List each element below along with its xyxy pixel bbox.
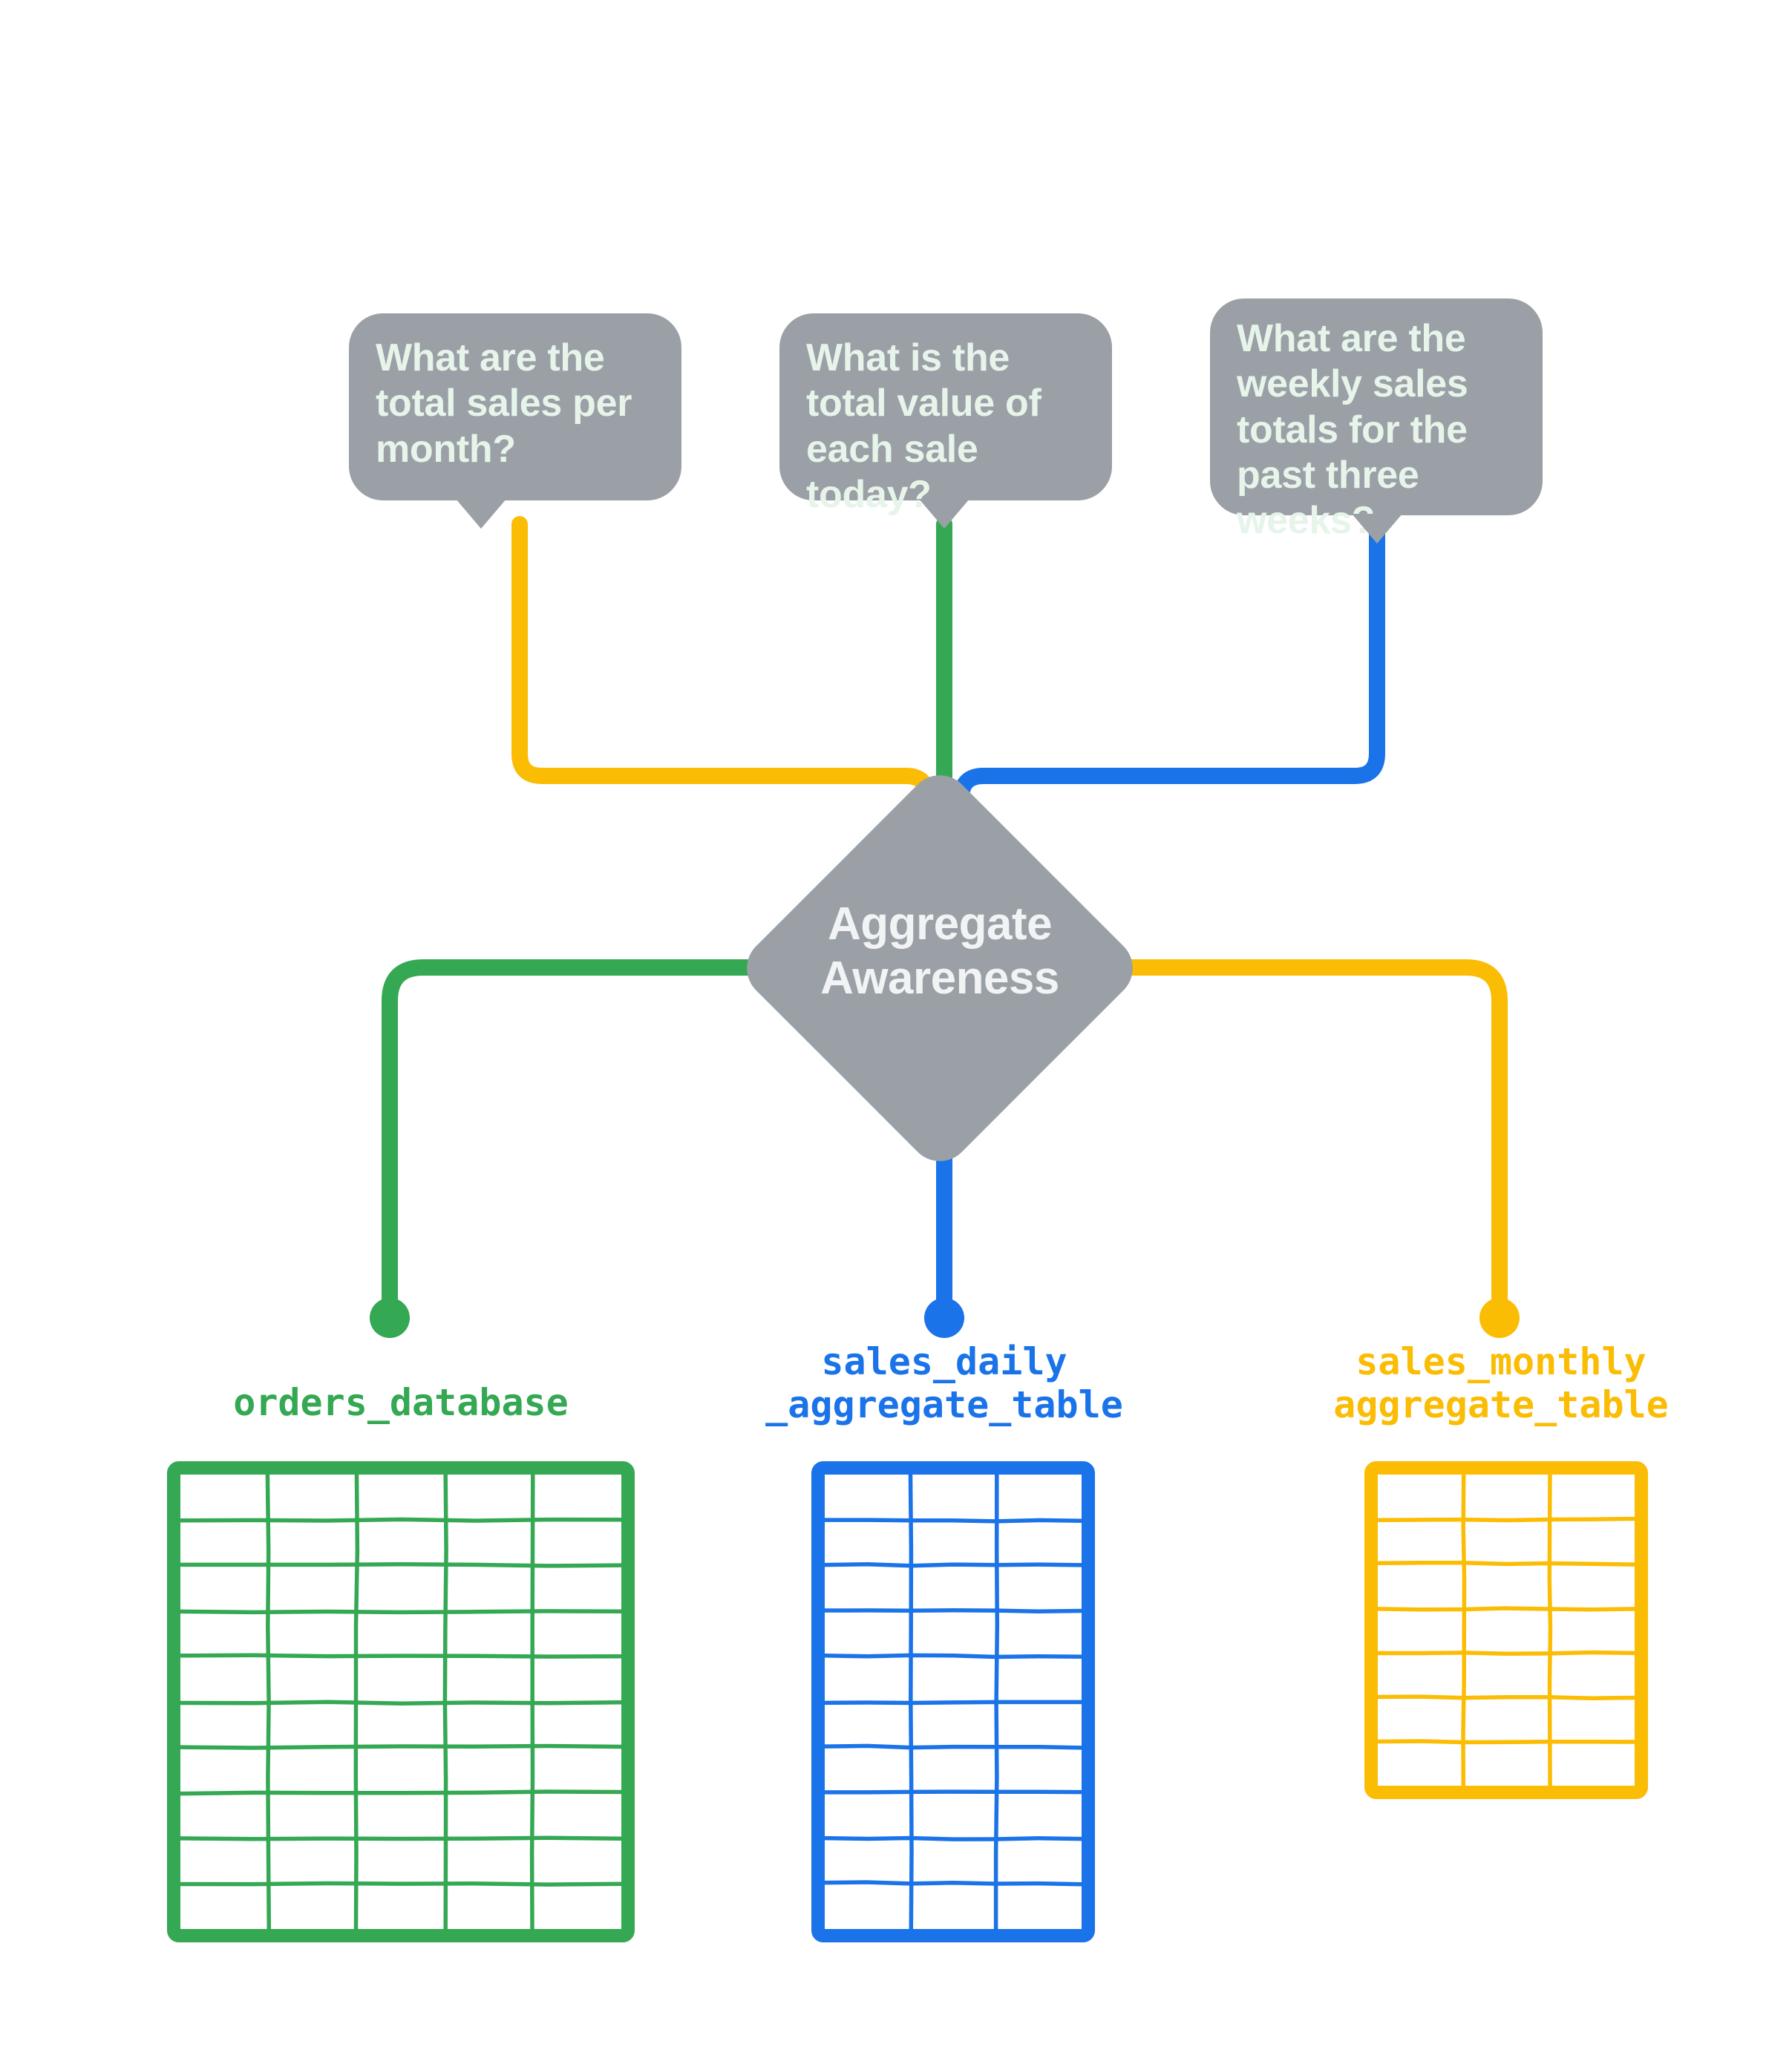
bubble-tail-icon — [1352, 514, 1402, 544]
wire-green-source — [382, 959, 758, 1322]
bubble-tail-icon — [919, 499, 969, 529]
question-bubble-weekly-text: What are the weekly sales totals for the… — [1237, 317, 1468, 543]
source-label-sales-daily: sales_daily _aggregate_table — [765, 1340, 1123, 1426]
question-bubble-monthly[interactable]: What are the total sales per month? — [349, 313, 681, 529]
bubble-tail-icon — [456, 499, 506, 529]
question-bubble-monthly-text: What are the total sales per month? — [376, 336, 632, 471]
aggregate-awareness-label: Aggregate Awareness — [820, 898, 1059, 1005]
source-label-sales-monthly: sales_monthly aggregate_table — [1333, 1340, 1669, 1426]
source-label-orders-database: orders_database — [233, 1381, 569, 1424]
endpoint-dot-blue — [924, 1298, 964, 1338]
table-grid-orders-database — [167, 1461, 635, 1942]
endpoint-dot-yellow — [1479, 1298, 1520, 1338]
endpoint-dot-green — [370, 1298, 410, 1338]
wire-yellow-question — [511, 516, 936, 844]
table-grid-sales-monthly — [1364, 1461, 1648, 1799]
question-bubble-daily-text: What is the total value of each sale tod… — [806, 336, 1041, 517]
wire-yellow-source — [1122, 959, 1508, 1322]
wire-blue-question — [953, 516, 1385, 844]
table-grid-sales-daily — [811, 1461, 1095, 1942]
question-bubble-daily[interactable]: What is the total value of each sale tod… — [779, 313, 1112, 529]
question-bubble-weekly[interactable]: What are the weekly sales totals for the… — [1210, 298, 1543, 544]
